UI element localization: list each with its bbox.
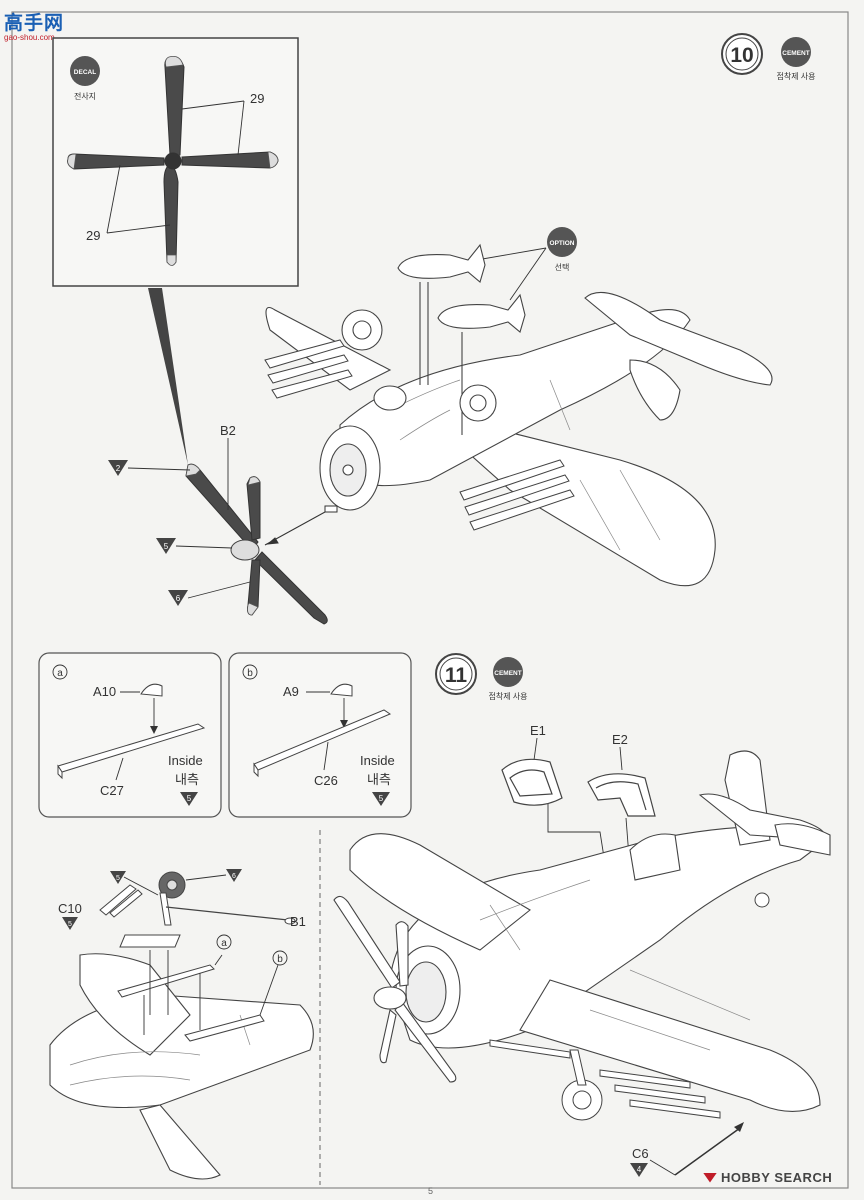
aircraft-propeller	[333, 895, 457, 1083]
step-11-header: 11 CEMENT 접착제 사용	[435, 653, 528, 701]
part-label-a10: A10	[93, 684, 116, 699]
step-number: 11	[445, 664, 468, 687]
svg-text:2: 2	[116, 464, 121, 473]
paint-ref-6-wheel: 6	[185, 869, 242, 882]
svg-text:4: 4	[637, 1165, 642, 1174]
sub-label-b: b	[247, 668, 253, 679]
svg-text:a: a	[221, 938, 227, 949]
aircraft-top-view	[349, 750, 831, 1112]
inside-label-ko: 내측	[175, 772, 199, 787]
cement-note: 접착제 사용	[488, 691, 527, 701]
part-label-c6: C6	[632, 1146, 649, 1161]
decal-leader-lines	[106, 100, 245, 234]
sub-label-a: a	[57, 668, 63, 679]
decal-part-label-upper: 29	[250, 91, 264, 106]
bombs	[397, 243, 526, 435]
part-label-c27: C27	[100, 783, 124, 798]
assembly-arrows	[143, 950, 279, 1035]
wing-underside	[49, 953, 314, 1180]
aircraft-panel-lines	[389, 379, 661, 551]
step-11-drawing: E1 E2	[333, 723, 831, 1177]
aircraft-underside	[265, 291, 773, 587]
hobby-search-logo: HOBBY SEARCH	[703, 1170, 832, 1185]
propeller-exploded-tips	[185, 463, 261, 616]
step-10-drawing: OPTION 선택	[108, 227, 773, 625]
paint-ref-5: 5	[379, 794, 384, 803]
paint-ref-2: 2	[108, 460, 191, 476]
paint-ref-5-leg: 5	[110, 871, 159, 896]
watermark-logo-text: 高手网	[4, 12, 65, 34]
watermark-url: gao-shou.com	[4, 33, 55, 42]
page-number: 5	[428, 1186, 434, 1196]
decal-label: DECAL	[74, 69, 96, 76]
step-number-badge: 11	[435, 653, 477, 695]
svg-text:6: 6	[232, 873, 236, 880]
cement-note: 접착제 사용	[776, 71, 815, 81]
gear-leg-parts	[99, 871, 296, 948]
part-label-b2: B2	[220, 423, 236, 438]
aircraft-panel-lines	[479, 879, 751, 1051]
part-label-e2: E2	[612, 732, 628, 747]
cement-icon: CEMENT	[493, 657, 523, 687]
part-c27-shape	[57, 723, 206, 780]
rockets	[489, 1039, 721, 1119]
wing-stores-assembly: a b C10 5 5 6 B1	[49, 869, 314, 1180]
propeller-hub	[230, 539, 260, 561]
decal-note: 전사지	[74, 91, 96, 101]
svg-text:5: 5	[164, 542, 169, 551]
step-10-header: 10 CEMENT 접착제 사용	[721, 33, 816, 81]
part-label-a9: A9	[283, 684, 299, 699]
paint-ref-5-c10: 5	[62, 917, 78, 930]
paint-ref-4: 4	[630, 1163, 648, 1177]
part-label-b1: B1	[290, 914, 306, 929]
svg-text:5: 5	[68, 921, 72, 928]
decal-inset-box: DECAL 전사지 29 29	[52, 37, 299, 287]
inside-label-ko: 내측	[367, 772, 391, 787]
rockets	[264, 339, 575, 531]
decal-icon: DECAL	[70, 56, 100, 86]
landing-gear	[341, 309, 497, 422]
svg-text:b: b	[277, 954, 283, 965]
propeller-arrow	[264, 505, 338, 546]
cement-label: CEMENT	[782, 50, 809, 57]
sub-assembly-a: a A10 C27 Inside 내측 5	[38, 652, 222, 818]
inset-pointer	[148, 288, 188, 465]
main-gear	[561, 892, 770, 1121]
part-c26-shape	[253, 709, 392, 778]
step-number: 10	[730, 44, 753, 67]
propeller-front-view	[67, 56, 279, 265]
propeller-tips	[67, 55, 279, 266]
part-label-c26: C26	[314, 773, 338, 788]
sub-assembly-b: b A9 C26 Inside 내측 5	[228, 652, 412, 818]
part-label-c10: C10	[58, 901, 82, 916]
sub-ref-a: a	[216, 934, 232, 950]
paint-ref-5: 5	[187, 794, 192, 803]
c6-antenna	[649, 1122, 744, 1176]
svg-text:6: 6	[176, 594, 181, 603]
paint-ref-5: 5	[156, 538, 233, 554]
hobby-search-mark-icon	[703, 1172, 717, 1183]
inside-label-en: Inside	[168, 753, 203, 768]
pylons	[117, 964, 265, 1042]
step-number-badge: 10	[721, 33, 763, 75]
part-label-e1: E1	[530, 723, 546, 738]
hobby-search-text: HOBBY SEARCH	[721, 1170, 833, 1185]
watermark-logo: 高手网 gao-shou.com	[4, 8, 74, 42]
cement-label: CEMENT	[494, 670, 521, 677]
svg-text:5: 5	[116, 875, 120, 882]
canopy-parts	[501, 758, 656, 817]
cement-icon: CEMENT	[781, 37, 811, 67]
option-note: 선택	[555, 262, 570, 272]
sub-ref-b: b	[272, 950, 288, 966]
decal-part-label-lower: 29	[86, 228, 100, 243]
inside-label-en: Inside	[360, 753, 395, 768]
option-label: OPTION	[550, 240, 575, 247]
propeller-exploded	[185, 463, 328, 625]
paint-ref-6: 6	[168, 581, 251, 606]
option-icon: OPTION	[547, 227, 577, 257]
